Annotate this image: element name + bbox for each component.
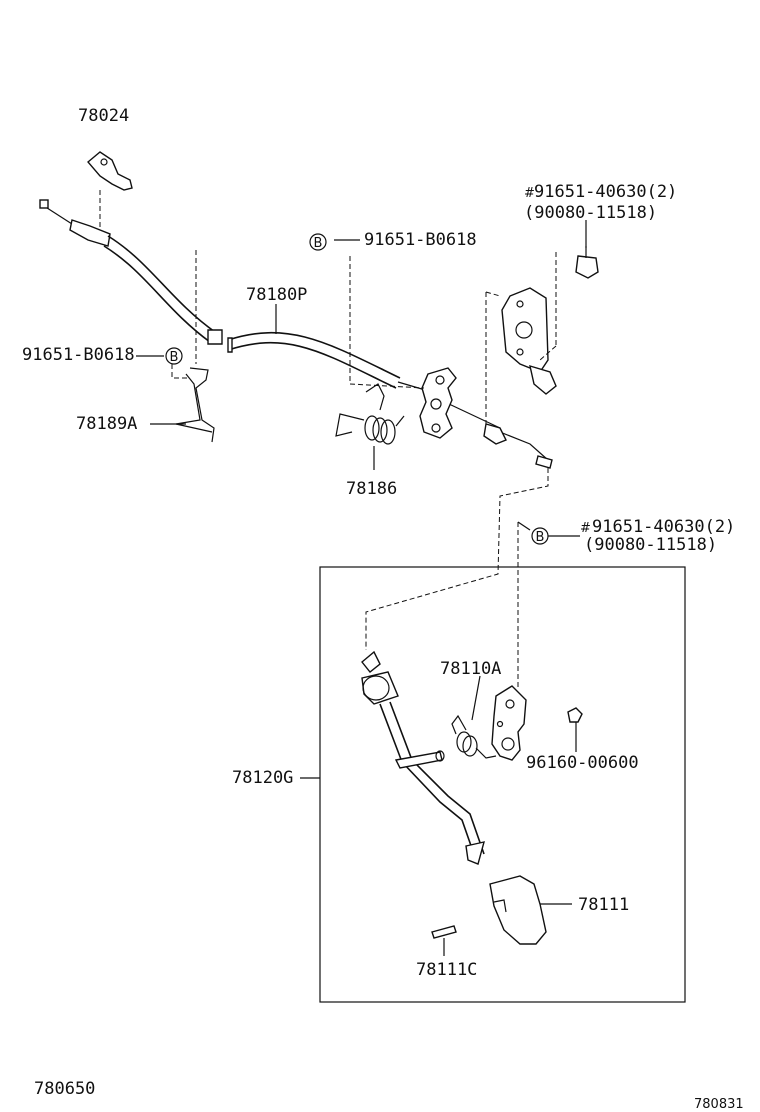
pedal-return-spring — [451, 714, 497, 759]
pin-78111c — [431, 925, 457, 939]
cable-clamp-78024 — [87, 151, 133, 191]
label-78120g: 78120G — [232, 768, 293, 788]
label-78186: 78186 — [346, 479, 397, 499]
label-78110a: 78110A — [440, 659, 501, 679]
hash-mark-mid: # — [580, 521, 591, 536]
label-78180p: 78180P — [246, 285, 307, 305]
label-91651-b0618-top: 91651-B0618 — [364, 230, 477, 250]
return-spring-78186 — [335, 383, 405, 445]
label-91651-40630-top: 91651-40630(2) — [534, 182, 677, 202]
svg-text:B: B — [314, 236, 323, 251]
pedal-bracket-78110a — [491, 685, 527, 761]
label-91651-40630-mid: 91651-40630(2) — [592, 517, 735, 537]
label-78111c: 78111C — [416, 960, 477, 980]
figure-code-right: 780831 — [694, 1097, 744, 1112]
b-symbol-top: B — [309, 233, 327, 251]
label-78024: 78024 — [78, 106, 129, 126]
b-symbol-mid: B — [531, 527, 549, 545]
b-symbol-left: B — [165, 347, 183, 365]
hash-mark-top: # — [524, 186, 535, 201]
figure-code-left: 780650 — [34, 1079, 95, 1099]
label-91651-b0618-left: 91651-B0618 — [22, 345, 135, 365]
throttle-bracket — [501, 287, 557, 395]
svg-text:B: B — [170, 350, 179, 365]
label-90080-11518-top: (90080-11518) — [524, 203, 657, 223]
nut-96160-00600 — [567, 707, 583, 723]
svg-text:B: B — [536, 530, 545, 545]
cable-mounting-bracket — [419, 367, 507, 445]
bolt-91651-40630-top — [575, 246, 599, 279]
label-78111: 78111 — [578, 895, 629, 915]
pedal-pad-78111 — [489, 875, 547, 945]
cable-clip-78189a — [175, 367, 215, 443]
label-78189a: 78189A — [76, 414, 137, 434]
pedal-arm-78120g — [361, 650, 485, 865]
label-96160-00600: 96160-00600 — [526, 753, 639, 773]
pedal-assembly-frame — [319, 566, 686, 1003]
label-90080-11518-mid: (90080-11518) — [584, 535, 717, 555]
